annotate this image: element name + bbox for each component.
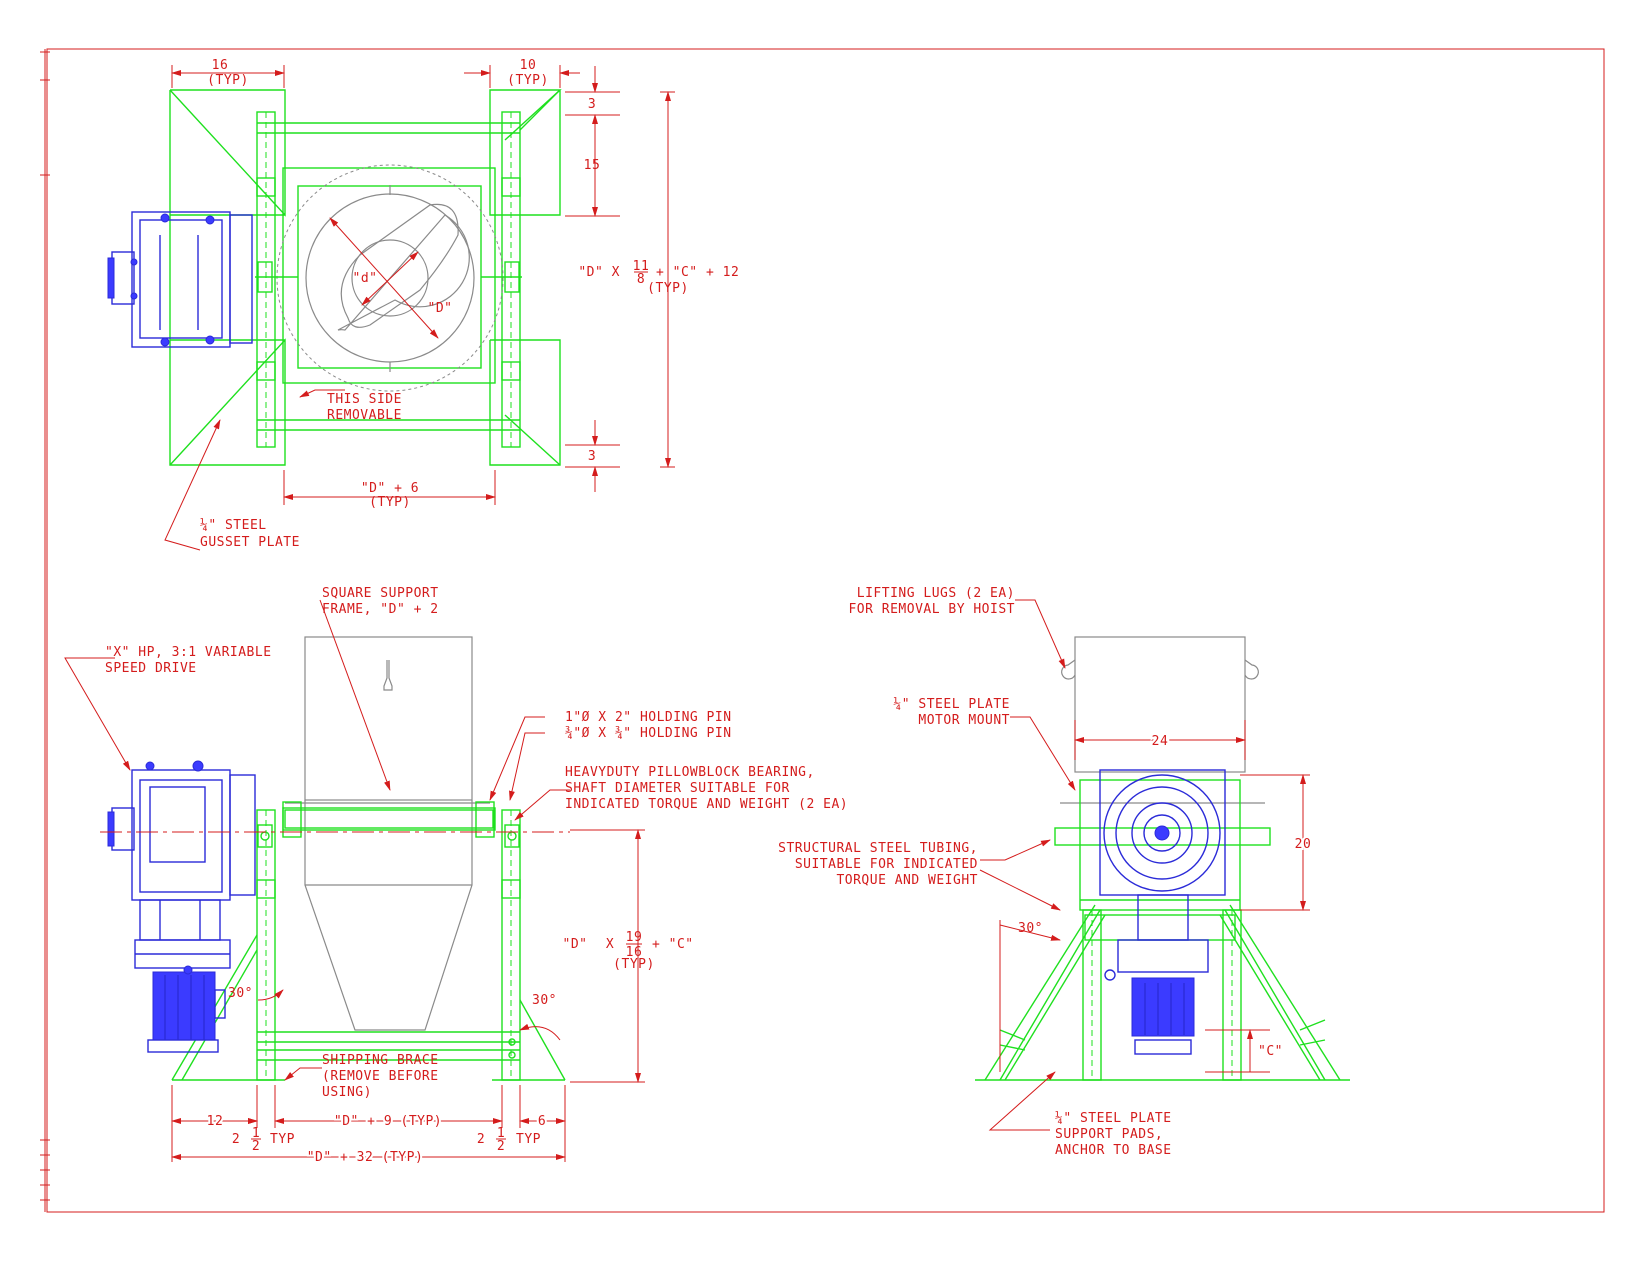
pads-note-line2: SUPPORT PADS, bbox=[1055, 1127, 1163, 1142]
dim-height-fraction-num: 11 bbox=[633, 259, 650, 274]
dim-20-label: 20 bbox=[1295, 837, 1312, 852]
side-view-labels: SQUARE SUPPORT FRAME, "D" + 2 "X" HP, 3:… bbox=[105, 586, 848, 1167]
dim-15-label: 15 bbox=[584, 158, 601, 173]
bearing-right-top bbox=[481, 261, 522, 293]
rotor-small-d-label: "d" bbox=[353, 271, 378, 286]
top-view-labels: 16 (TYP) 10 (TYP) 3 15 3 "D" X 11 8 + "C… bbox=[200, 58, 739, 550]
dim-16-typ-label: (TYP) bbox=[207, 73, 249, 88]
dim-height-formula-b: + "C" + 12 bbox=[656, 265, 739, 280]
side-view-dimensions bbox=[64, 599, 645, 1162]
brace-note-line3: USING) bbox=[322, 1085, 372, 1100]
dim-3-bottom-label: 3 bbox=[588, 449, 596, 464]
brace-note-line1: SHIPPING BRACE bbox=[322, 1053, 439, 1068]
drive-note-line2: SPEED DRIVE bbox=[105, 661, 197, 676]
side-height-a: "D" bbox=[563, 937, 588, 952]
dim-16-label: 16 bbox=[212, 58, 229, 73]
bearing-note-line1: HEAVYDUTY PILLOWBLOCK BEARING, bbox=[565, 765, 815, 780]
gear-drive-side bbox=[107, 760, 256, 1053]
mount-note-line2: MOTOR MOUNT bbox=[918, 713, 1010, 728]
sheet-border bbox=[40, 48, 1605, 1213]
gear-drive-top bbox=[107, 211, 253, 348]
angle-left-label: 30° bbox=[228, 986, 253, 1001]
frame-note-line2: FRAME, "D" + 2 bbox=[322, 602, 439, 617]
pads-note-line1: ¼" STEEL PLATE bbox=[1055, 1111, 1172, 1126]
side-height-b: + "C" bbox=[652, 937, 694, 952]
side-view: SQUARE SUPPORT FRAME, "D" + 2 "X" HP, 3:… bbox=[64, 586, 848, 1167]
dim-12-label: 12 bbox=[207, 1114, 224, 1129]
dim-d6-typ-label: (TYP) bbox=[369, 495, 411, 510]
side-height-num: 19 bbox=[626, 930, 643, 945]
dim-10-typ-label: (TYP) bbox=[507, 73, 549, 88]
mount-note-line1: ¼" STEEL PLATE bbox=[893, 697, 1010, 712]
end-view: LIFTING LUGS (2 EA) FOR REMOVAL BY HOIST… bbox=[778, 586, 1350, 1158]
top-view: 16 (TYP) 10 (TYP) 3 15 3 "D" X 11 8 + "C… bbox=[107, 58, 739, 551]
tubing-note-line2: SUITABLE FOR INDICATED bbox=[795, 857, 978, 872]
side-height-x: X bbox=[606, 937, 614, 952]
side-height-den: 16 bbox=[626, 945, 643, 960]
bearing-left-top bbox=[255, 261, 298, 293]
dim-height-fraction-den: 8 bbox=[637, 272, 645, 287]
dim-3-top-label: 3 bbox=[588, 97, 596, 112]
dim-10-label: 10 bbox=[520, 58, 537, 73]
frame-posts-top bbox=[256, 111, 521, 448]
pads-note-line3: ANCHOR TO BASE bbox=[1055, 1143, 1172, 1158]
dim-d32-label: "D" + 32 (TYP) bbox=[307, 1150, 424, 1165]
side-height-typ: (TYP) bbox=[613, 957, 655, 972]
pin-note-line1: 1"Ø X 2" HOLDING PIN bbox=[565, 710, 732, 725]
dim-24-label: 24 bbox=[1152, 734, 1169, 749]
lugs-note-line1: LIFTING LUGS (2 EA) bbox=[857, 586, 1015, 601]
brace-note-line2: (REMOVE BEFORE bbox=[322, 1069, 439, 1084]
dim-half-right-den: 2 bbox=[497, 1139, 505, 1154]
bearing-note-line2: SHAFT DIAMETER SUITABLE FOR bbox=[565, 781, 790, 796]
support-frame-end bbox=[975, 779, 1350, 1081]
angle-right-label: 30° bbox=[532, 993, 557, 1008]
rotor-large-d-label: "D" bbox=[428, 301, 453, 316]
end-view-dimensions bbox=[979, 599, 1310, 1131]
end-view-labels: LIFTING LUGS (2 EA) FOR REMOVAL BY HOIST… bbox=[778, 586, 1313, 1158]
top-view-dimensions bbox=[164, 65, 675, 551]
dim-height-formula-a: "D" X bbox=[578, 265, 620, 280]
end-angle-label: 30° bbox=[1018, 921, 1043, 936]
dim-height-typ-label: (TYP) bbox=[647, 281, 689, 296]
removable-note-line2: REMOVABLE bbox=[327, 408, 402, 423]
drive-note-line1: "X" HP, 3:1 VARIABLE bbox=[105, 645, 272, 660]
frame-note-line1: SQUARE SUPPORT bbox=[322, 586, 439, 601]
dim-typ-left: TYP bbox=[270, 1132, 295, 1147]
dim-typ-right: TYP bbox=[516, 1132, 541, 1147]
dim-2-left: 2 bbox=[232, 1132, 240, 1147]
dim-half-left-den: 2 bbox=[252, 1139, 260, 1154]
gear-drive-end bbox=[1099, 769, 1226, 1055]
dim-half-right-num: 1 bbox=[497, 1126, 505, 1141]
dim-half-left-num: 1 bbox=[252, 1126, 260, 1141]
tubing-note-line1: STRUCTURAL STEEL TUBING, bbox=[778, 841, 978, 856]
hopper-side bbox=[285, 636, 490, 1031]
gusset-note-line1: ¼" STEEL bbox=[200, 518, 267, 533]
dim-2-right: 2 bbox=[477, 1132, 485, 1147]
lugs-note-line2: FOR REMOVAL BY HOIST bbox=[848, 602, 1015, 617]
dim-c-label: "C" bbox=[1258, 1044, 1283, 1059]
tubing-note-line3: TORQUE AND WEIGHT bbox=[836, 873, 978, 888]
removable-note-line1: THIS SIDE bbox=[327, 392, 402, 407]
support-frame-side bbox=[171, 801, 566, 1081]
dim-6-label: 6 bbox=[538, 1114, 546, 1129]
dim-d6-label: "D" + 6 bbox=[361, 481, 419, 496]
bearing-note-line3: INDICATED TORQUE AND WEIGHT (2 EA) bbox=[565, 797, 848, 812]
gusset-note-line2: GUSSET PLATE bbox=[200, 535, 300, 550]
square-support-frame-top bbox=[282, 167, 496, 384]
gusset-plates-top bbox=[169, 89, 562, 466]
dim-d9-label: "D" + 9 (TYP) bbox=[334, 1114, 442, 1129]
pin-note-line2: ¾"Ø X ¾" HOLDING PIN bbox=[565, 726, 732, 741]
hopper-end bbox=[1060, 636, 1265, 804]
